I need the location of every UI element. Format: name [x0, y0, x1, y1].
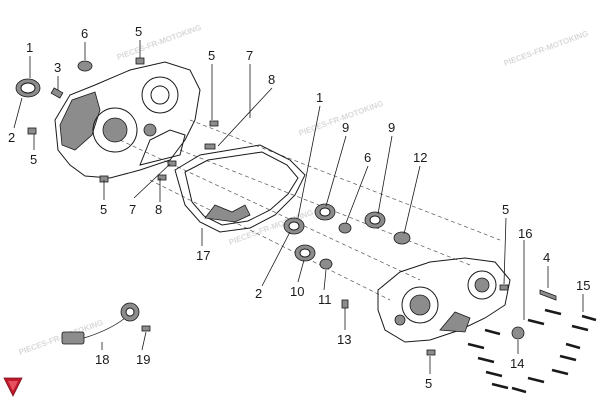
brand-logo-icon — [3, 377, 23, 397]
callout-4: 4 — [543, 250, 550, 265]
small-parts-left — [27, 57, 219, 183]
left-crankcase-bearing-seat — [102, 117, 128, 143]
callout-3: 3 — [54, 60, 61, 75]
callout-17: 17 — [196, 248, 210, 263]
small-parts-right — [426, 266, 557, 356]
callout-19: 19 — [136, 352, 150, 367]
callout-13: 13 — [337, 332, 351, 347]
left-crankcase-outline — [54, 61, 201, 179]
gasket — [174, 144, 306, 233]
callout-10: 10 — [290, 284, 304, 299]
callout-2-left: 2 — [8, 130, 15, 145]
callout-6-left: 6 — [81, 26, 88, 41]
callout-5-top: 5 — [135, 24, 142, 39]
leader-lines — [13, 40, 584, 374]
bearing-left — [15, 78, 41, 98]
callout-5-bottom-right: 5 — [425, 376, 432, 391]
callout-7-bottom: 7 — [129, 202, 136, 217]
callout-5-left: 5 — [30, 152, 37, 167]
callout-8-bottom: 8 — [155, 202, 162, 217]
callout-8-top: 8 — [268, 72, 275, 87]
callout-labels: 1 2 3 4 5 5 5 5 5 5 6 6 7 7 8 8 9 9 1 12… — [8, 24, 590, 391]
callout-1-left: 1 — [26, 40, 33, 55]
callout-16: 16 — [518, 226, 532, 241]
left-crankcase-upper-bore — [141, 76, 179, 114]
callout-7-top: 7 — [246, 48, 253, 63]
callout-5-bottom-left: 5 — [100, 202, 107, 217]
callout-2-center: 2 — [255, 286, 262, 301]
bolts — [467, 308, 597, 394]
bearings-center — [283, 203, 411, 309]
watermark-3: PIECES-FR-MOTOKING — [503, 29, 590, 68]
watermark-1: PIECES-FR-MOTOKING — [116, 23, 203, 62]
callout-11: 11 — [318, 292, 332, 307]
callout-15: 15 — [576, 278, 590, 293]
callout-5-right: 5 — [502, 202, 509, 217]
left-crankcase — [54, 61, 201, 179]
callout-14: 14 — [510, 356, 524, 371]
callout-9-right: 9 — [388, 120, 395, 135]
callout-5-mid: 5 — [208, 48, 215, 63]
watermark-4: PIECES-FR-MOTOKING — [18, 318, 105, 357]
callout-9-left: 9 — [342, 120, 349, 135]
callout-18: 18 — [95, 352, 109, 367]
sensor-assembly — [61, 302, 151, 345]
callout-12: 12 — [413, 150, 427, 165]
left-crankcase-bore — [92, 107, 138, 153]
left-crankcase-shade — [59, 91, 101, 151]
callout-6-right: 6 — [364, 150, 371, 165]
right-crankcase — [377, 257, 511, 343]
callout-1-center: 1 — [316, 90, 323, 105]
